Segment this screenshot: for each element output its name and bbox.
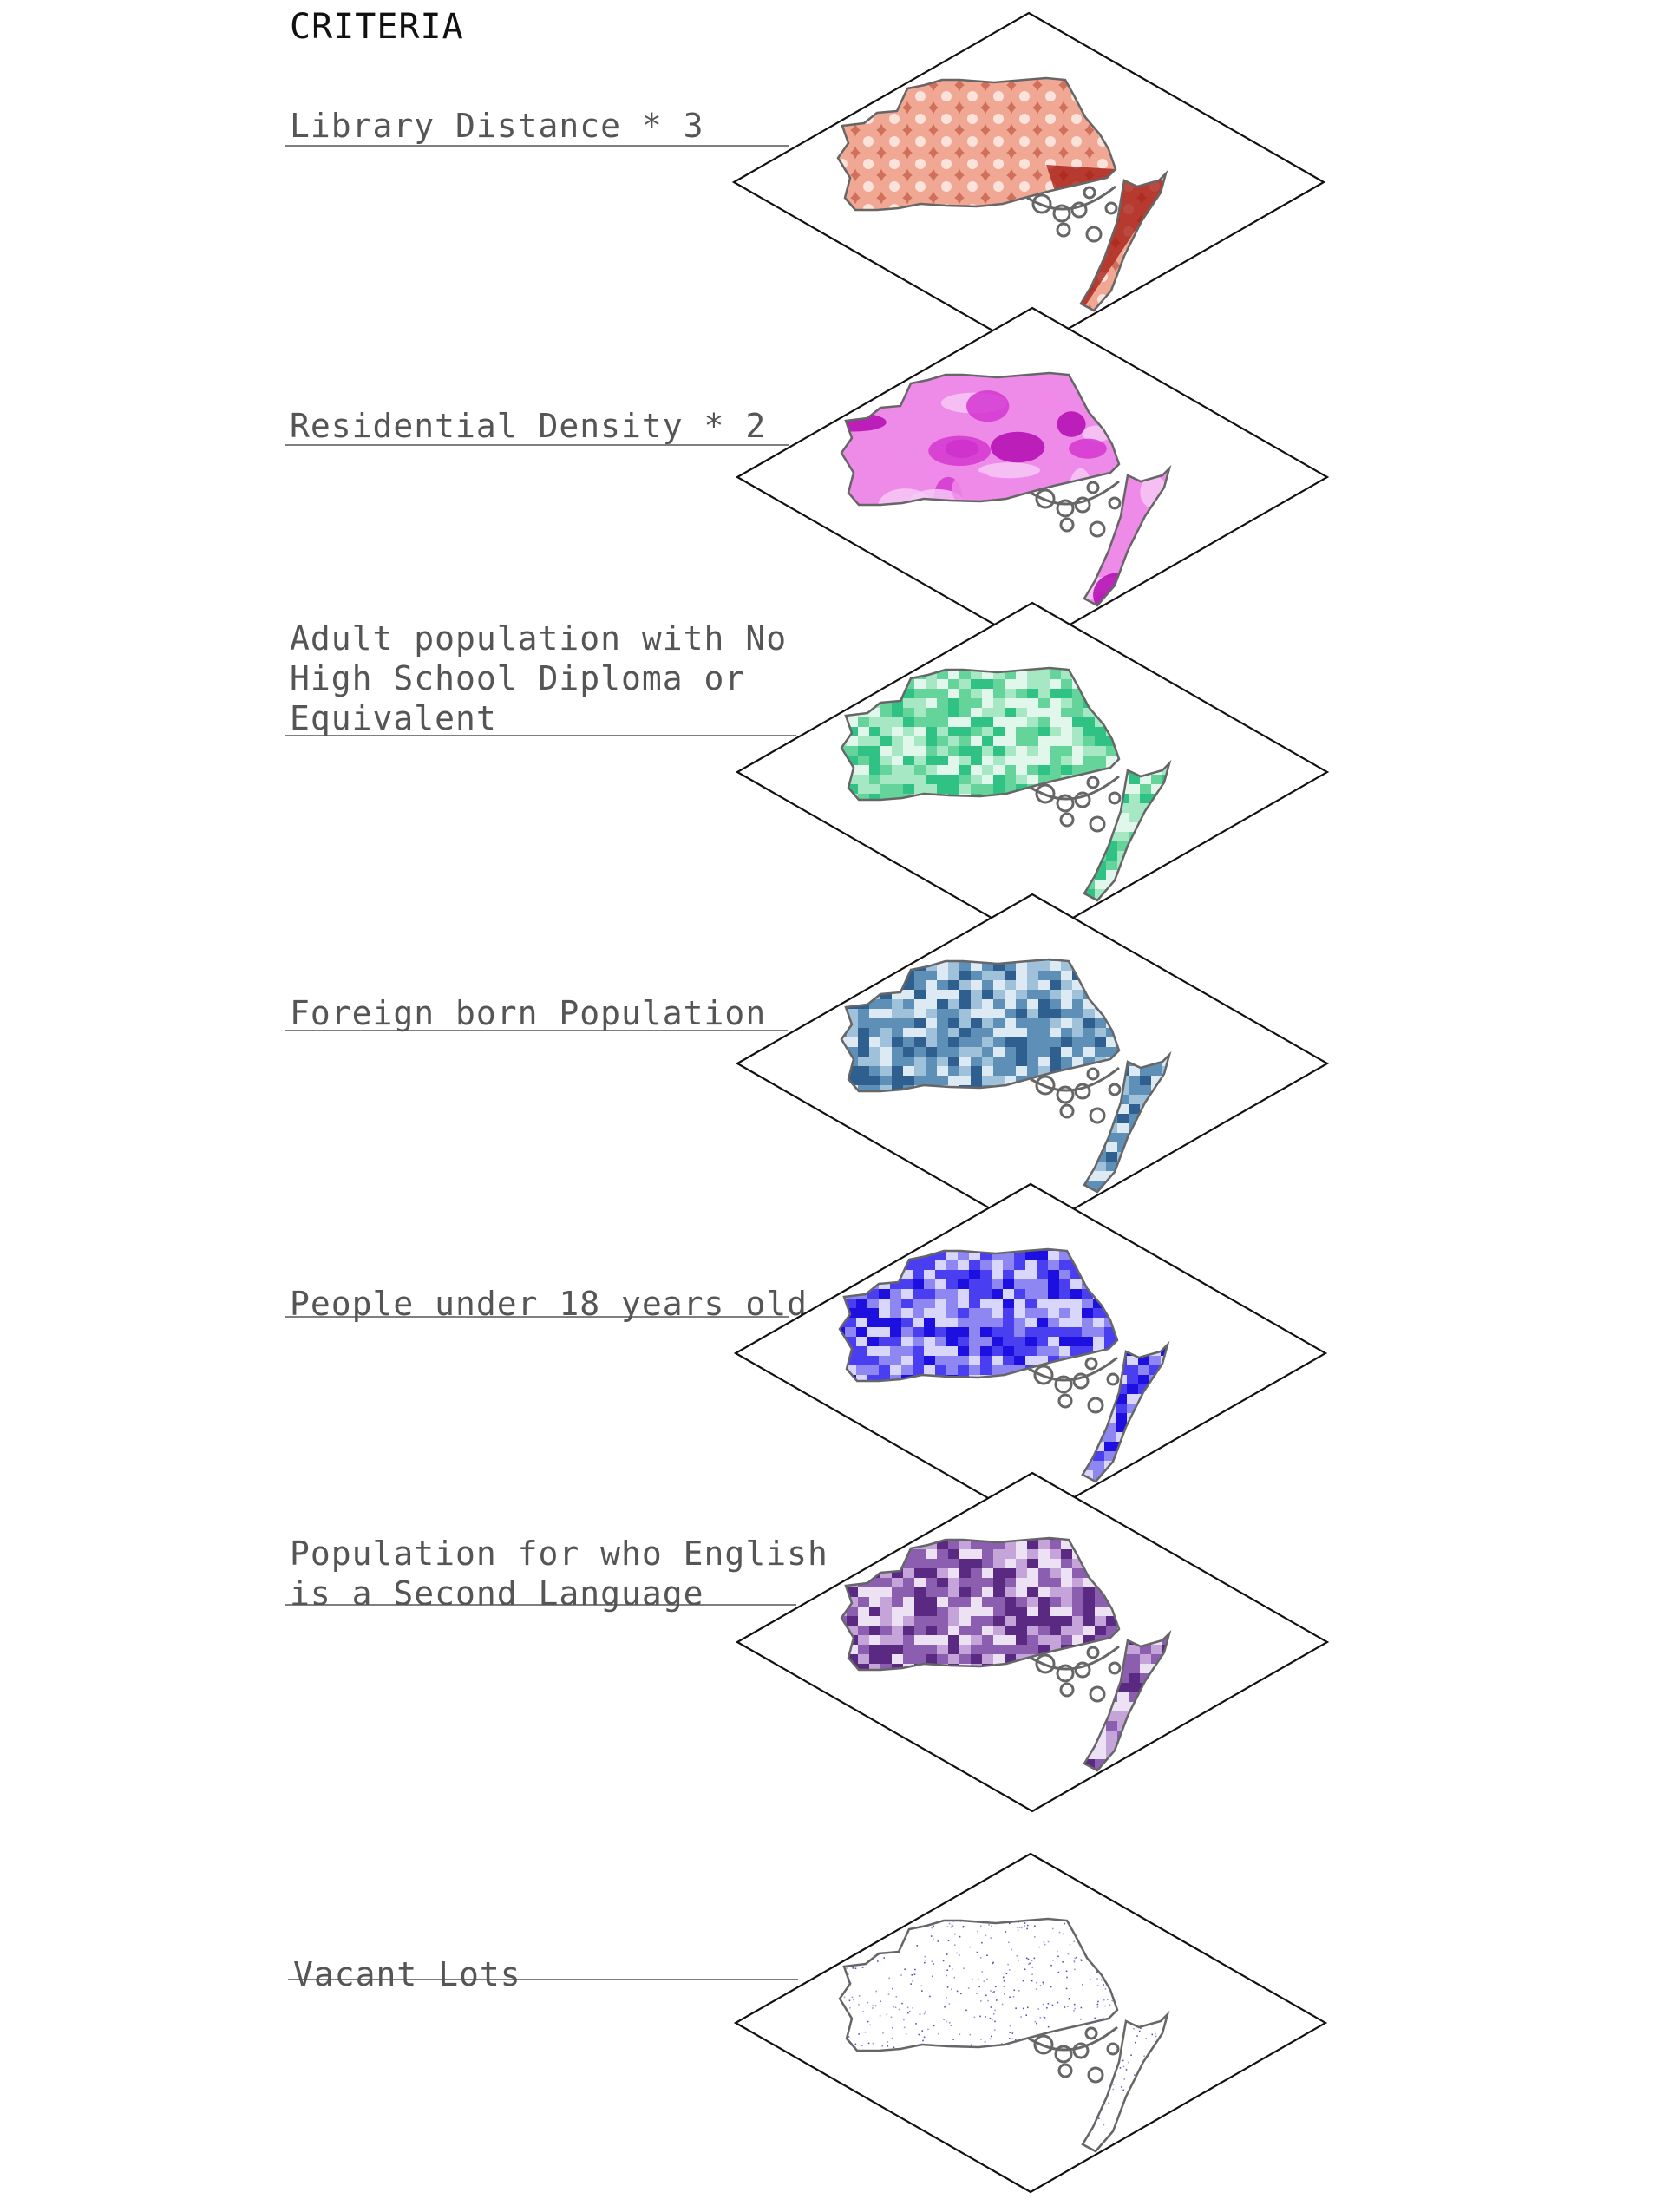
layer-label-foreign-born: Foreign born Population: [290, 994, 767, 1032]
layer-3: [285, 893, 1330, 1234]
map-outline: [840, 1536, 1121, 1672]
map-outline: [838, 1247, 1119, 1383]
layer-label-no-diploma: Adult population with No High School Dip…: [290, 619, 788, 737]
map-outline: [838, 1917, 1119, 2052]
map-outline: [840, 371, 1121, 507]
layer-2: [285, 601, 1330, 943]
map-outline: [840, 958, 1121, 1093]
layer-label-vacant-lots: Vacant Lots: [293, 1955, 521, 1993]
criteria-title: CRITERIA: [290, 7, 464, 47]
layer-6: [288, 1852, 1328, 2194]
map-outline: [836, 76, 1117, 212]
layer-4: [285, 1182, 1328, 1524]
layer-label-esl: Population for who English is a Second L…: [290, 1535, 828, 1613]
layer-label-library-distance: Library Distance * 3: [290, 107, 704, 145]
map-outline: [840, 666, 1121, 802]
layer-label-residential-density: Residential Density * 2: [290, 407, 767, 445]
layer-0: [285, 11, 1326, 353]
layer-5: [285, 1471, 1330, 1813]
layer-1: [285, 306, 1330, 648]
